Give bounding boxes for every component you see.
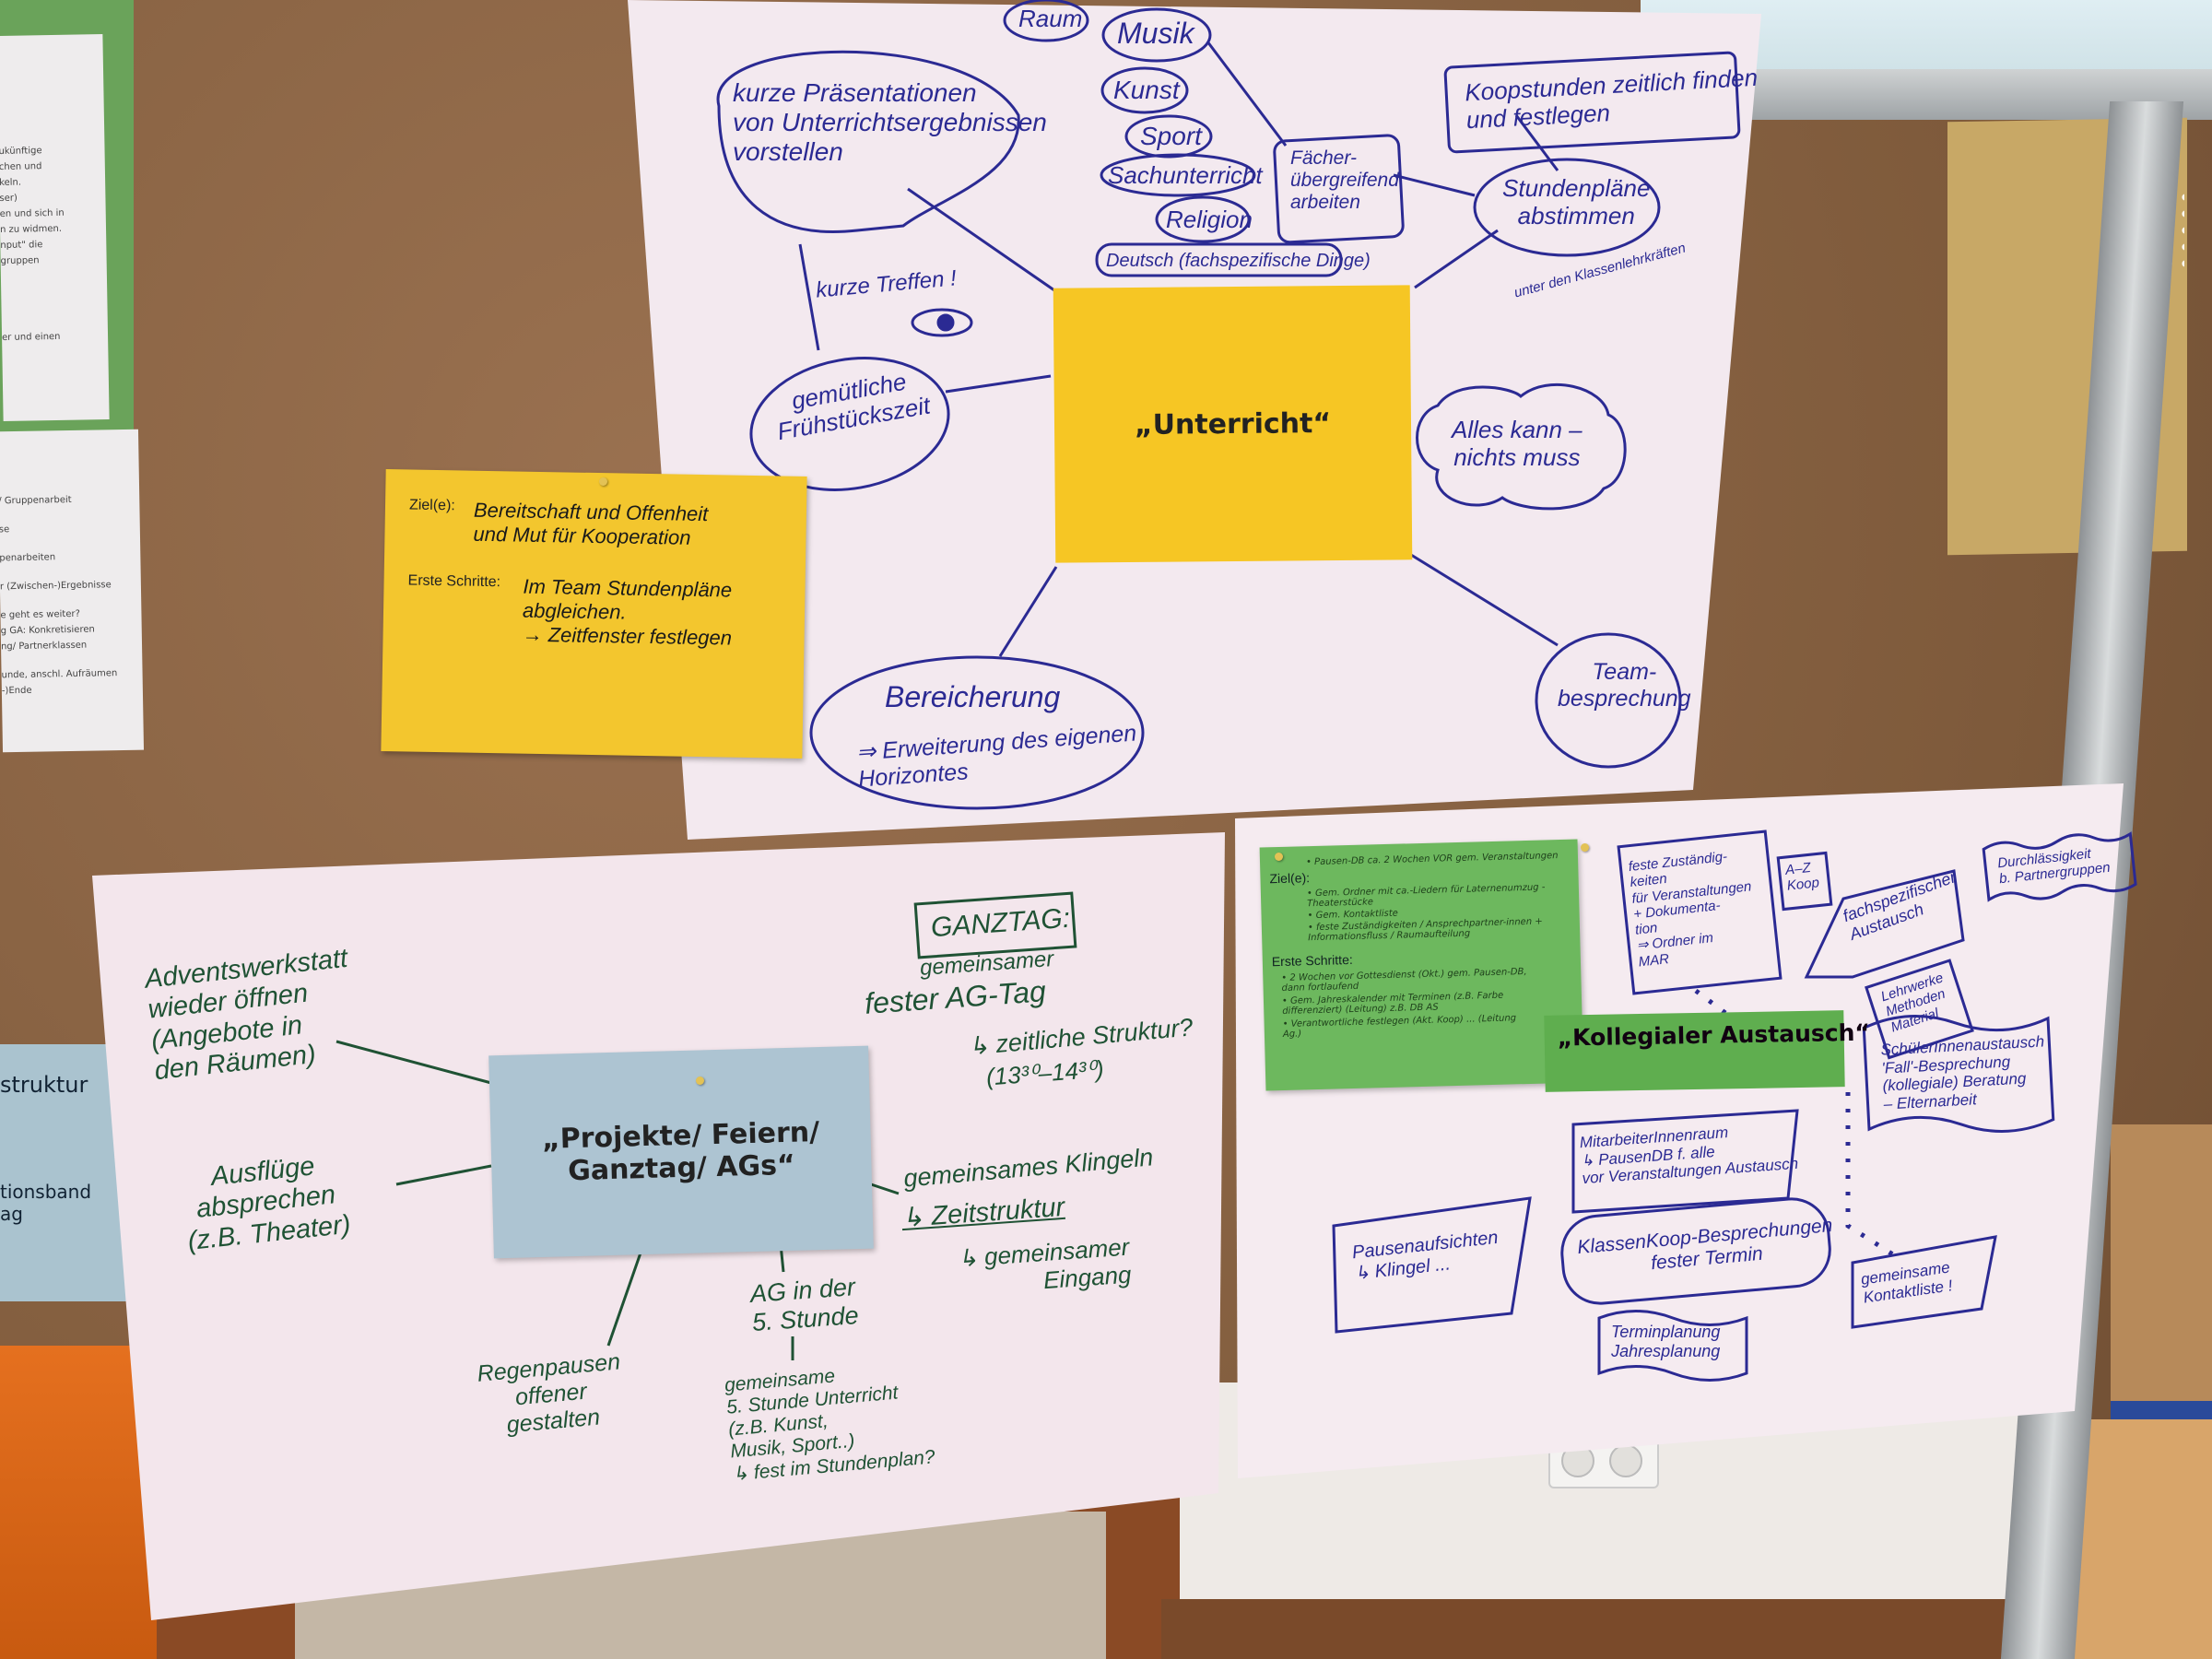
handout-line: / Gruppenarbeit <box>0 494 72 507</box>
handout-line: en und sich in <box>0 207 65 220</box>
handout-line: chen und <box>0 161 42 173</box>
text-praesentationen: kurze Präsentationen von Unterrichtserge… <box>733 78 1047 167</box>
word-religion: Religion <box>1166 206 1253 233</box>
text-az-koop: A–Z Koop <box>1784 860 1820 894</box>
handout-line: -)Ende <box>1 685 32 697</box>
word-sport: Sport <box>1140 122 1202 150</box>
text-terminplanung: Terminplanung Jahresplanung <box>1611 1323 1721 1360</box>
word-raum: Raum <box>1018 5 1083 32</box>
wooden-drawer <box>2065 1419 2212 1659</box>
handout-line: penarbeiten <box>0 552 56 564</box>
text-zustaendigkeiten: feste Zuständig- keiten für Veranstaltun… <box>1628 848 1753 970</box>
text-schritte: Im Team Stundenpläne abgleichen. → Zeitf… <box>522 574 733 650</box>
text-unterricht-5-stunde: gemeinsame 5. Stunde Unterricht (z.B. Ku… <box>724 1365 936 1485</box>
pushpin <box>1581 843 1589 852</box>
step-item: • Gem. Jahreskalender mit Terminen (z.B.… <box>1281 990 1504 1017</box>
central-note-projekte: „Projekte/ Feiern/ Ganztag/ AGs“ <box>488 1045 874 1259</box>
word-sachunterricht: Sachunterricht <box>1108 161 1263 189</box>
central-note-austausch: „Kollegialer Austausch“ <box>1544 1010 1870 1092</box>
handout-line: se <box>0 524 10 535</box>
pushpin <box>696 1077 704 1085</box>
note-line: ag <box>0 1203 23 1225</box>
handout-line: nput" die <box>0 240 43 251</box>
text-ziele: Bereitschaft und Offenheit und Mut für K… <box>473 498 709 549</box>
orange-floor <box>0 1346 157 1659</box>
left-handout-2: / Gruppenarbeit se penarbeiten r (Zwisch… <box>0 429 145 753</box>
step-item: • Verantwortliche festlegen (Akt. Koop) … <box>1282 1013 1517 1040</box>
text-schueleraustausch: SchülerInnenaustausch 'Fall'-Besprechung… <box>1880 1032 2045 1113</box>
handout-line: unde, anschl. Aufräumen <box>1 668 118 681</box>
pushpin <box>1275 853 1283 861</box>
yellow-goal-note: Ziel(e): Bereitschaft und Offenheit und M… <box>381 469 807 759</box>
goal-item: • feste Zuständigkeiten / Ansprechpartne… <box>1307 916 1543 944</box>
step-item: • 2 Wochen vor Gottesdienst (Okt.) gem. … <box>1281 966 1527 994</box>
central-note-unterricht: „Unterricht“ <box>1053 285 1413 563</box>
word-musik: Musik <box>1117 17 1194 50</box>
text-advent: Adventswerkstatt wieder öffnen (Angebote… <box>143 943 349 1087</box>
word-deutsch: Deutsch (fachspezifische Dinge) <box>1106 251 1371 271</box>
handout-line: r (Zwischen-)Ergebnisse <box>0 580 112 593</box>
handout-line: er und einen <box>1 331 61 343</box>
text-bereicherung: Bereicherung <box>885 680 1061 713</box>
note-line: struktur <box>0 1072 88 1098</box>
baseboard <box>1161 1599 2083 1659</box>
word-kunst: Kunst <box>1113 76 1180 104</box>
handout-line: ser) <box>0 193 18 205</box>
handout-line: g GA: Konkretisieren <box>0 624 95 637</box>
pushpin <box>599 477 607 486</box>
text-stundenplaene: Stundenpläne abstimmen <box>1502 174 1651 229</box>
label-schritte: Erste Schritte: <box>407 572 501 591</box>
text-alles-kann: Alles kann – nichts muss <box>1452 416 1583 471</box>
label-ziele: Ziel(e): <box>408 497 455 514</box>
handout-line: keln. <box>0 177 22 189</box>
green-goal-note: • Pausen-DB ca. 2 Wochen VOR gem. Verans… <box>1259 839 1584 1091</box>
text-ausfluege: Ausflüge absprechen (z.B. Theater) <box>186 1151 352 1256</box>
text-ag-5-stunde: AG in der 5. Stunde <box>748 1273 860 1337</box>
handout-line: ukünftige <box>0 146 42 158</box>
cardboard-box <box>2111 1124 2212 1438</box>
text-team: Team- besprechung <box>1558 659 1691 712</box>
handout-line: gruppen <box>0 255 40 266</box>
text-faecher: Fächer- übergreifend arbeiten <box>1290 147 1399 214</box>
note-line: tionsband <box>0 1181 92 1203</box>
left-handout-1: ukünftige chen und keln. ser) en und sic… <box>0 34 110 421</box>
text-regenpausen: Regenpausen offener gestalten <box>476 1348 622 1438</box>
handout-line: e geht es weiter? <box>0 608 80 621</box>
handout-line: n zu widmen. <box>0 223 63 236</box>
handout-line: ng/ Partnerklassen <box>0 640 88 653</box>
